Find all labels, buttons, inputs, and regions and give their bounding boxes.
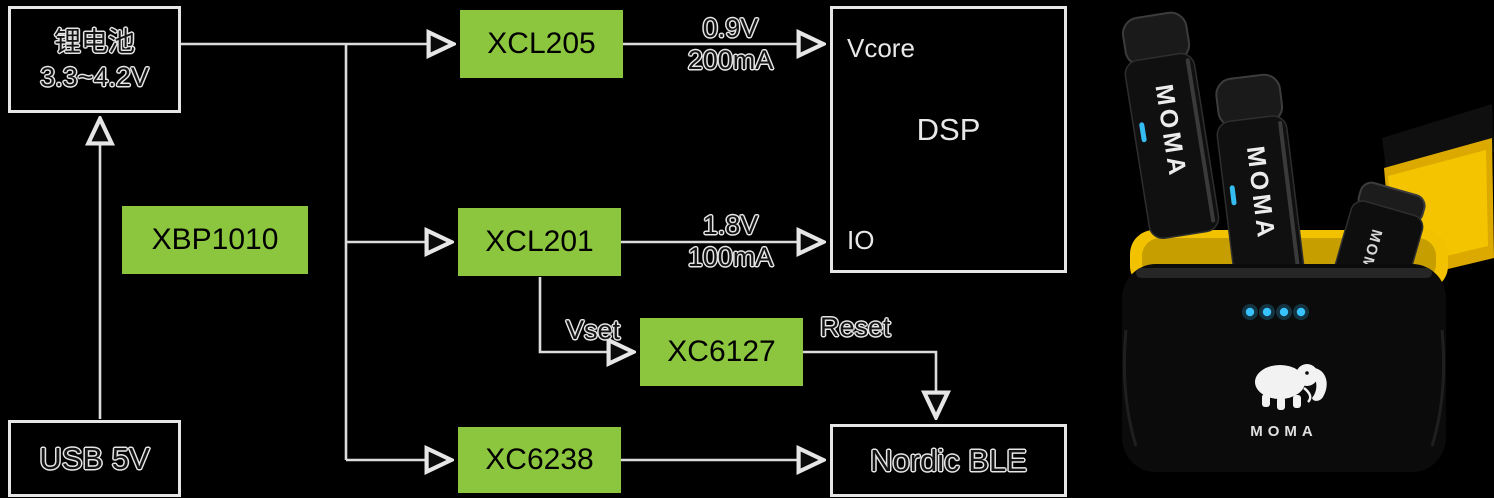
wire-xcl201-to-xc6127 — [538, 277, 632, 352]
rail-core-current: 200mA — [687, 45, 774, 75]
reset-label: Reset — [820, 312, 891, 342]
nordic-ble-box: Nordic BLE — [830, 424, 1067, 497]
dsp-pin-io: IO — [847, 225, 875, 255]
block-xc6127: XC6127 — [640, 318, 803, 386]
nordic-ble-label: Nordic BLE — [870, 442, 1027, 478]
mic-transmitter-left: MOMA — [1121, 11, 1220, 240]
dsp-title: DSP — [916, 112, 981, 147]
rail-io-current: 100mA — [687, 242, 774, 272]
block-xcl201: XCL201 — [458, 208, 621, 276]
rail-io-label: 1.8V 100mA — [648, 209, 813, 273]
usb-label: USB 5V — [39, 440, 150, 476]
vset-label: Vset — [565, 315, 620, 345]
battery-name: 锂电池 — [54, 26, 135, 57]
block-xc6238: XC6238 — [458, 427, 621, 493]
block-xcl205: XCL205 — [460, 10, 623, 78]
dsp-pin-vcore: Vcore — [847, 33, 915, 63]
rail-io-voltage: 1.8V — [702, 210, 759, 240]
rail-core-label: 0.9V 200mA — [648, 12, 813, 76]
mammoth-logo: MOMA — [1250, 364, 1327, 440]
battery-led-dots — [1242, 304, 1309, 320]
product-photo: MOMA MOMA MOMA — [1121, 11, 1494, 472]
rail-core-voltage: 0.9V — [702, 13, 759, 43]
mic-transmitter-right: MOMA — [1215, 73, 1307, 301]
logo-brand-text: MOMA — [1250, 423, 1318, 440]
block-xbp1010: XBP1010 — [122, 206, 308, 274]
mic-led — [1139, 122, 1147, 143]
dsp-box: Vcore DSP IO — [830, 6, 1067, 273]
usb-box: USB 5V — [8, 420, 181, 497]
mic-led — [1229, 185, 1237, 206]
battery-box: 锂电池 3.3~4.2V — [8, 6, 181, 113]
wire-xc6127-to-nordic — [803, 350, 936, 416]
battery-voltage: 3.3~4.2V — [40, 61, 149, 92]
